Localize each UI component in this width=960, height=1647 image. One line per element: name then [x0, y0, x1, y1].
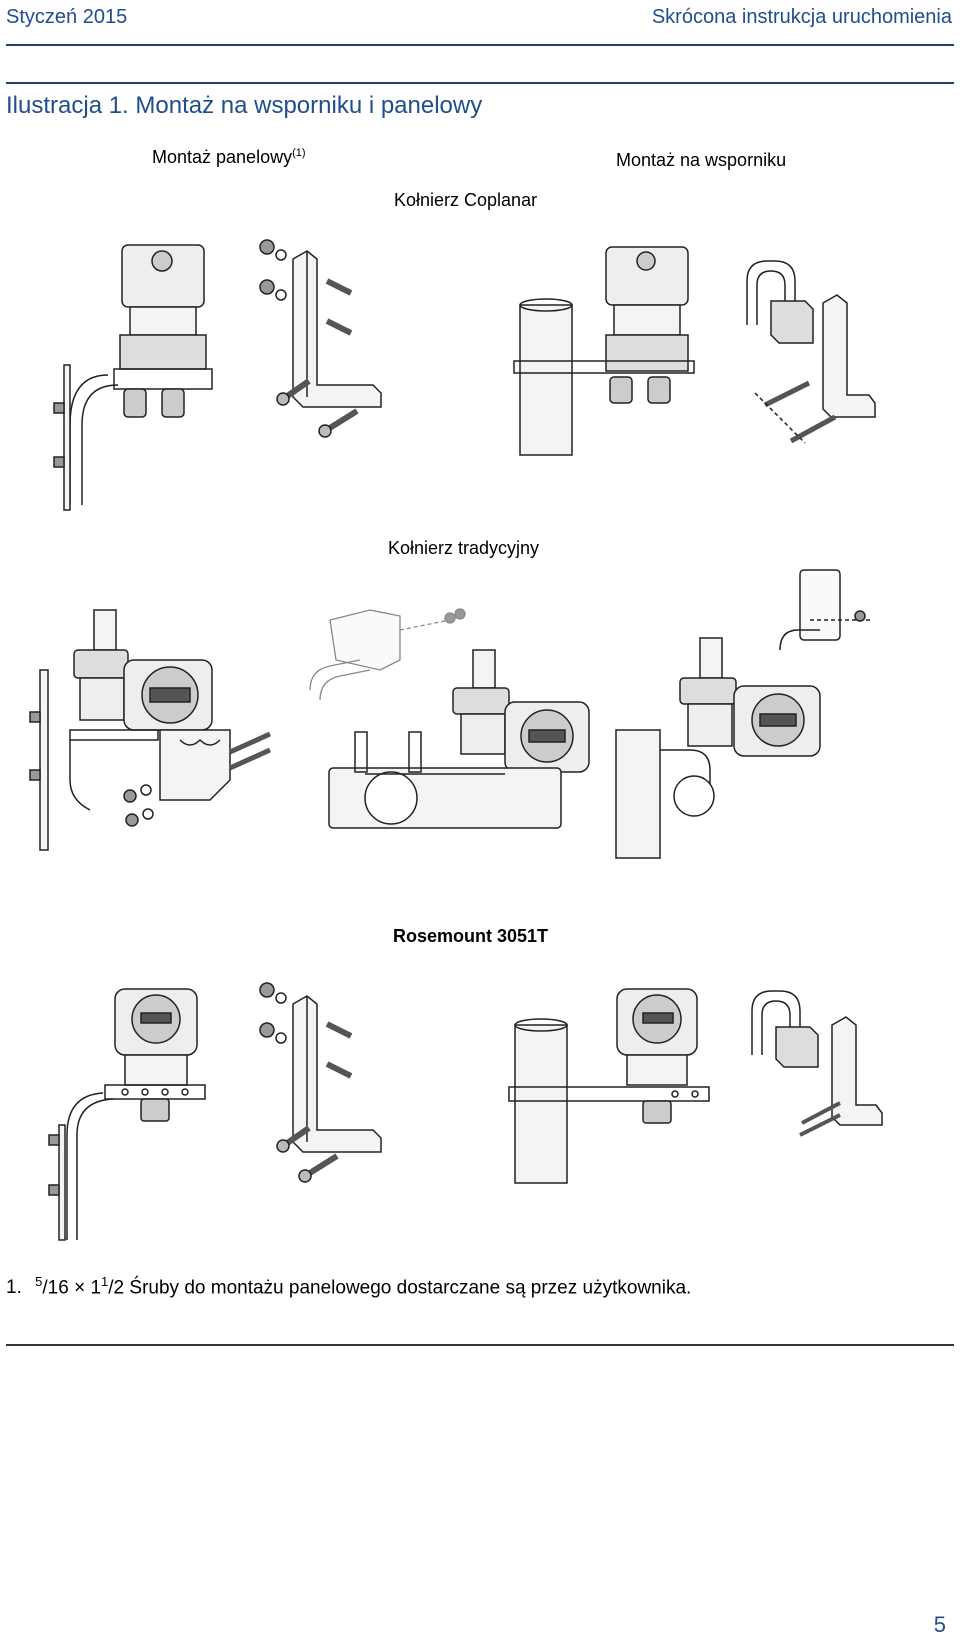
- footnote-ref: (1): [292, 147, 306, 159]
- fraction-2-denominator: /2: [108, 1277, 125, 1299]
- header-rule: [6, 44, 954, 46]
- fraction-2-numerator: 1: [101, 1274, 109, 1289]
- traditional-panel-mount-diagram: [29, 600, 230, 851]
- footnote-number: 1.: [6, 1277, 22, 1299]
- whole-number: 1: [90, 1277, 102, 1299]
- rosemount-panel-mount-diagram: [45, 985, 206, 1245]
- traditional-bracket-exploded-diagram: [300, 600, 480, 710]
- traditional-pipe-mount-vertical-diagram: [610, 560, 890, 860]
- footnote: 1. 5/16 × 11/2 Śruby do montażu panelowe…: [6, 1274, 691, 1299]
- rosemount-bracket-exploded-diagram: [740, 985, 910, 1145]
- page-number: 5: [933, 1612, 946, 1637]
- header-date: Styczeń 2015: [6, 6, 128, 28]
- fraction-1-numerator: 5: [35, 1274, 43, 1289]
- figure-top-rule: [6, 82, 954, 84]
- panel-mount-label: Montaż panelowy(1): [152, 147, 306, 168]
- section-traditional-label: Kołnierz tradycyjny: [388, 538, 540, 558]
- coplanar-panel-mount-diagram: [50, 235, 230, 515]
- panel-mount-text: Montaż panelowy: [152, 147, 293, 167]
- figure-title: Ilustracja 1. Montaż na wsporniku i pane…: [6, 92, 483, 119]
- times-symbol: ×: [74, 1277, 86, 1299]
- fraction-1-denominator: /16: [42, 1277, 69, 1299]
- coplanar-panel-exploded-diagram: [255, 235, 415, 455]
- rosemount-pipe-mount-diagram: [505, 985, 715, 1185]
- coplanar-pipe-mount-diagram: [510, 245, 710, 456]
- section-coplanar-label: Kołnierz Coplanar: [394, 190, 538, 210]
- header-doc-title: Skrócona instrukcja uruchomienia: [651, 6, 952, 28]
- traditional-panel-exploded-diagram: [120, 720, 300, 850]
- traditional-pipe-mount-horizontal-diagram: [325, 640, 615, 850]
- footnote-bottom-rule: [6, 1344, 954, 1346]
- bracket-mount-label: Montaż na wsporniku: [616, 150, 787, 170]
- coplanar-bracket-exploded-diagram: [735, 255, 905, 455]
- section-rosemount-label: Rosemount 3051T: [393, 926, 549, 946]
- footnote-text: Śruby do montażu panelowego dostarczane …: [129, 1277, 692, 1299]
- rosemount-panel-exploded-diagram: [255, 980, 415, 1200]
